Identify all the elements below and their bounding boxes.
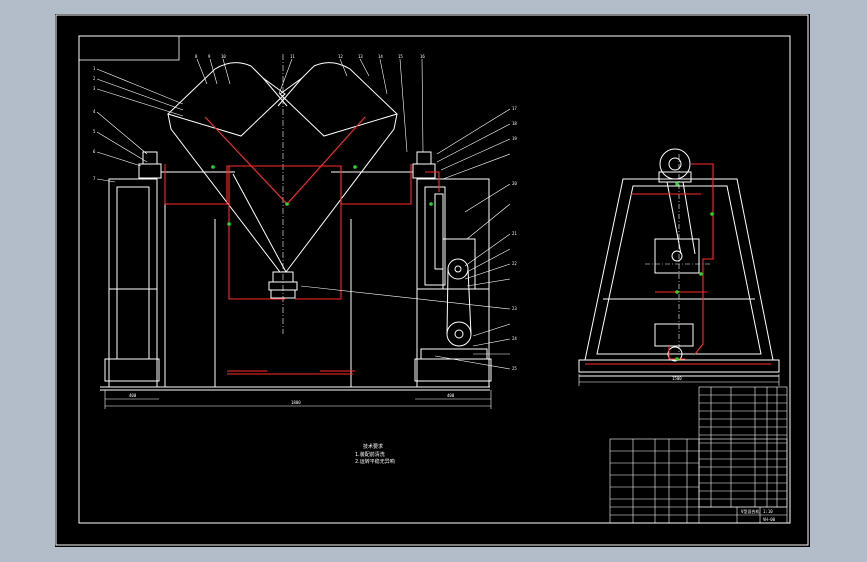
side-dimensions [578, 374, 780, 386]
title-block-drawing-no: VH-00 [763, 517, 776, 522]
bom-table [698, 386, 788, 508]
part-label-6: 6 [93, 149, 96, 154]
dim-overall-width: 1800 [291, 400, 301, 405]
part-label-11: 11 [290, 54, 295, 59]
part-label-1: 1 [93, 66, 96, 71]
tech-notes-heading: 技术要求 [363, 443, 383, 450]
front-green-marks [211, 165, 433, 226]
part-label-24: 24 [512, 336, 517, 341]
part-label-8: 8 [195, 54, 198, 59]
leader-lines [96, 58, 511, 370]
side-view [578, 148, 780, 377]
part-label-21: 21 [512, 231, 517, 236]
part-label-12: 12 [338, 54, 343, 59]
part-label-17: 17 [512, 106, 517, 111]
drawing-sheet: 1 2 3 4 5 6 7 8 9 10 11 12 13 14 15 16 1… [55, 14, 810, 547]
part-label-16: 16 [420, 54, 425, 59]
part-label-13: 13 [358, 54, 363, 59]
title-block-scale: 1:10 [763, 509, 773, 514]
part-label-22: 22 [512, 261, 517, 266]
front-view [100, 54, 492, 391]
dim-side-base: 1500 [672, 376, 682, 381]
part-label-15: 15 [398, 54, 403, 59]
front-red-lines [164, 116, 440, 372]
tech-notes-line1: 1.装配前清洗 [355, 451, 385, 458]
part-label-18: 18 [512, 121, 517, 126]
part-label-4: 4 [93, 109, 96, 114]
dim-left-base: 400 [129, 393, 137, 398]
tech-notes-line2: 2.运转平稳无异响 [355, 458, 395, 465]
side-red-lines [585, 163, 771, 365]
part-label-19: 19 [512, 136, 517, 141]
part-label-25: 25 [512, 366, 517, 371]
part-numbers: 1 2 3 4 5 6 7 8 9 10 11 12 13 14 15 16 1… [93, 54, 517, 371]
title-block-name: V型混合机 [741, 508, 759, 514]
part-label-7: 7 [93, 176, 96, 181]
cad-drawing: 1 2 3 4 5 6 7 8 9 10 11 12 13 14 15 16 1… [55, 14, 809, 546]
part-label-9: 9 [208, 54, 211, 59]
code-box [78, 35, 180, 61]
part-label-3: 3 [93, 86, 96, 91]
tech-notes: 技术要求 1.装配前清洗 2.运转平稳无异响 [355, 443, 395, 465]
side-green-marks [675, 182, 714, 361]
part-label-20: 20 [512, 181, 517, 186]
part-label-10: 10 [221, 54, 226, 59]
sheet-border [55, 14, 809, 546]
dim-right-base: 400 [447, 393, 455, 398]
front-dimensions [104, 390, 492, 409]
frame-border [78, 35, 791, 524]
title-block [609, 438, 788, 524]
part-label-23: 23 [512, 306, 517, 311]
part-label-2: 2 [93, 76, 96, 81]
part-label-5: 5 [93, 129, 96, 134]
part-label-14: 14 [378, 54, 383, 59]
